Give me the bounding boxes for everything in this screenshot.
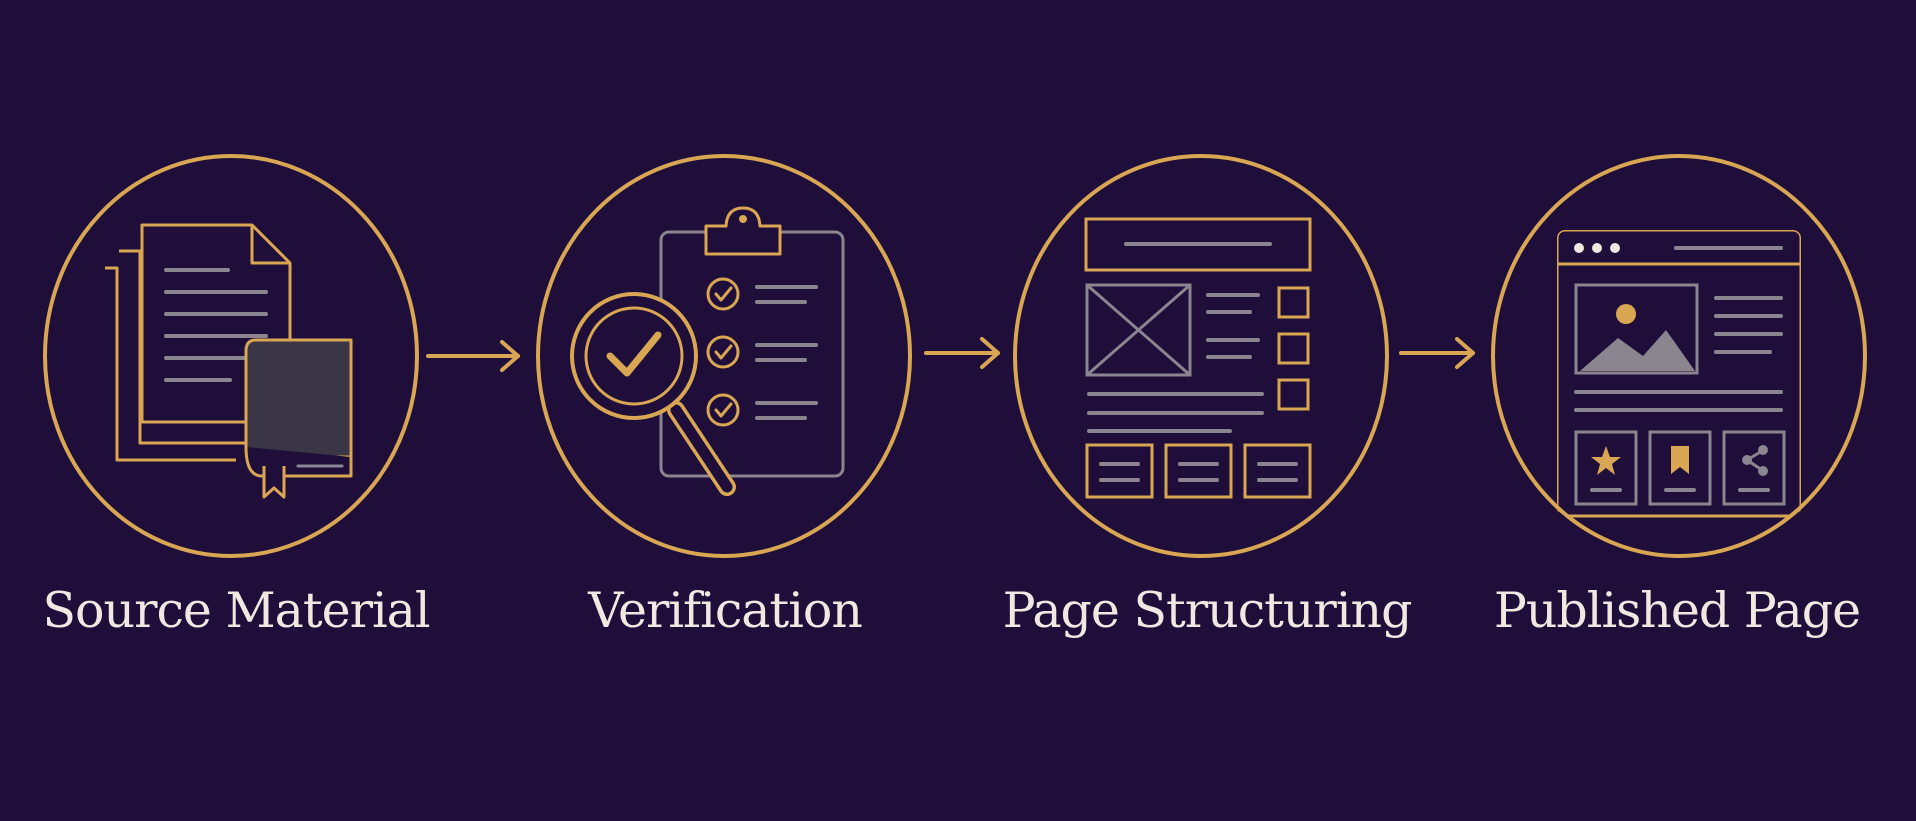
page-layout-wireframe-icon <box>1084 217 1312 499</box>
stage-circle <box>536 154 912 558</box>
arrow-right-icon <box>426 340 520 372</box>
bookmark-icon <box>1671 446 1689 474</box>
arrow-right-icon <box>1399 337 1475 369</box>
stage-label-verification: Verification <box>588 582 863 639</box>
documents-and-book-icon <box>105 223 353 499</box>
stage-circle <box>43 154 419 558</box>
checklist-magnifier-icon <box>570 206 845 496</box>
stage-4-node <box>1491 154 1867 558</box>
share-icon <box>1742 445 1768 476</box>
stage-3-node <box>1013 154 1389 558</box>
star-icon <box>1591 446 1621 475</box>
stage-label-published-page: Published Page <box>1493 582 1861 639</box>
stage-2-node <box>536 154 912 558</box>
stage-label-page-structuring: Page Structuring <box>1002 582 1413 639</box>
stage-circle <box>1491 154 1867 558</box>
published-web-page-icon <box>1557 230 1801 518</box>
stage-label-source-material: Source Material <box>42 582 430 639</box>
arrow-right-icon <box>924 337 1000 369</box>
stage-1-node <box>43 154 419 558</box>
stage-circle <box>1013 154 1389 558</box>
